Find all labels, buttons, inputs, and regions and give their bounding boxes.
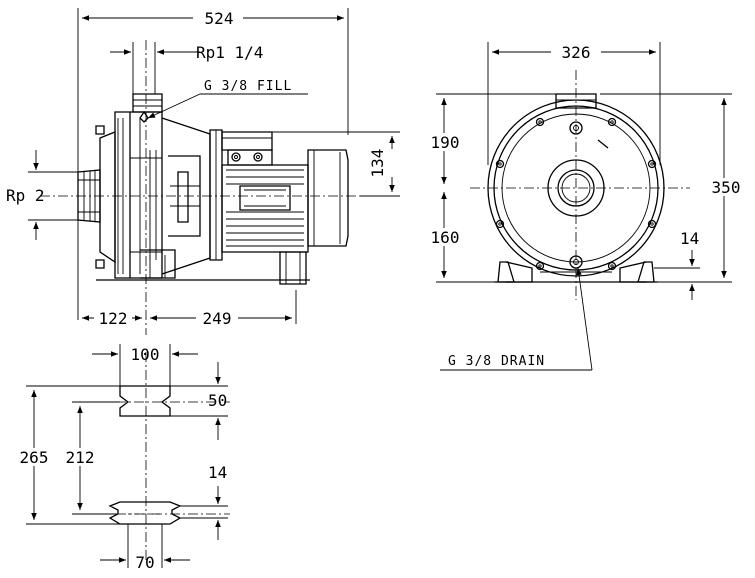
base-front-label: 122 [99,309,128,328]
lower-height-label: 160 [431,228,460,247]
overall-height-label: 350 [712,178,741,197]
inlet-size-label: Rp 2 [6,186,45,205]
motor-axis-height-label: 134 [368,149,387,178]
foot-plate-thickness-label: 14 [208,463,227,482]
outlet-size-label: Rp1 1/4 [196,43,263,62]
foot-detail [80,352,230,560]
base-span-label: 249 [203,309,232,328]
foot-hole-span-label: 212 [66,448,95,467]
lower-foot-outline [108,501,182,525]
front-view-dimensions: 326 190 160 350 14 G 3/8 DRAIN [428,42,750,371]
motor-body [221,149,349,285]
fill-plug-label: G 3/8 FILL [204,79,292,94]
foot-detail-dimensions: 100 50 265 212 14 70 [16,344,228,572]
motor-terminal-box [221,131,273,166]
foot-thickness-label: 14 [680,229,699,248]
upper-height-label: 190 [431,133,460,152]
pump-outlet-neck [132,93,163,123]
front-outlet-neck [555,93,597,109]
overall-width-label: 326 [562,43,591,62]
foot-width-label: 100 [131,345,160,364]
drain-plug-label: G 3/8 DRAIN [448,354,545,369]
side-view [40,40,360,335]
motor-flange [209,129,223,261]
front-view [470,70,690,300]
foot-slot-depth-label: 50 [208,391,227,410]
pump-bracket [140,117,211,279]
foot-total-span-label: 265 [20,448,49,467]
overall-length-label: 524 [205,9,234,28]
side-view-dimensions: 524 Rp1 1/4 G 3/8 FILL Rp 2 134 122 249 [6,8,407,328]
pump-volute [95,111,163,279]
foot-slot-width-label: 70 [135,553,154,572]
volute-bolts [495,117,657,271]
upper-foot-outline [119,385,171,417]
